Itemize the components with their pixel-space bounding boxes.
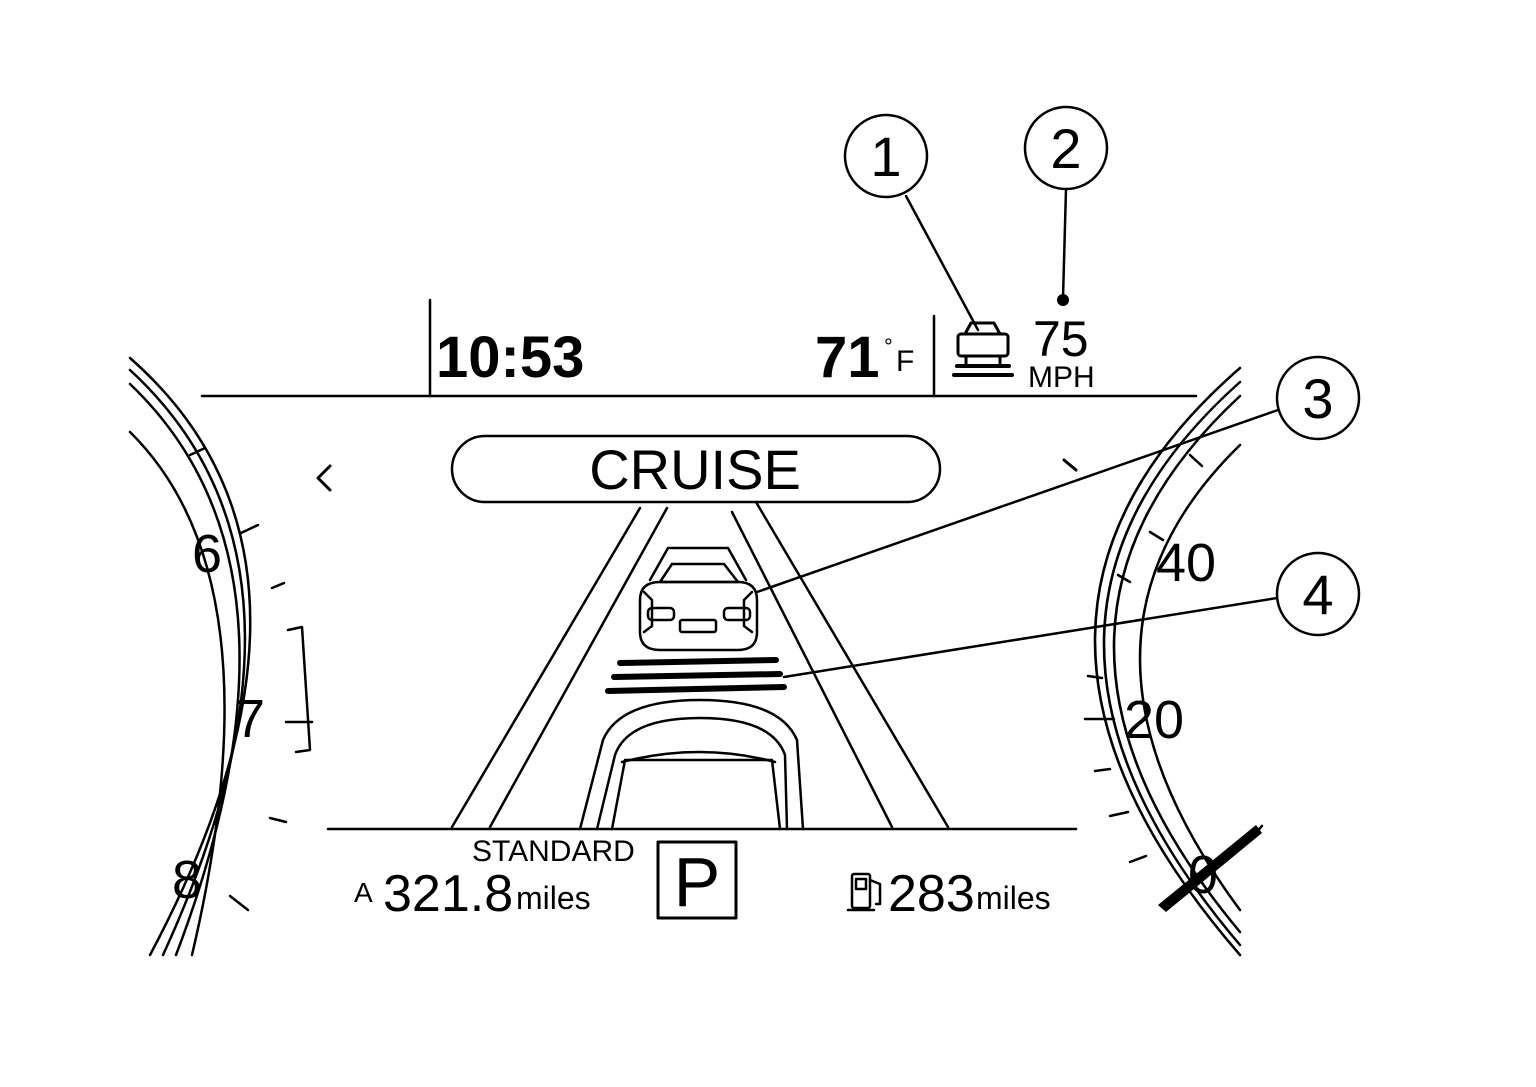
drive-mode-label: STANDARD bbox=[472, 835, 635, 868]
callout-1: 1 bbox=[843, 113, 980, 332]
right-gauge-ticks bbox=[1083, 453, 1204, 864]
left-gauge-label-8: 8 bbox=[172, 850, 202, 910]
callout-4-number: 4 bbox=[1302, 563, 1333, 626]
temperature-unit: F bbox=[896, 345, 914, 378]
gear-indicator: P bbox=[674, 843, 721, 921]
center-display bbox=[200, 298, 1198, 831]
scroll-left-chevron-icon bbox=[316, 464, 332, 492]
vehicle-ahead-icon bbox=[952, 321, 1014, 377]
fuel-pump-icon bbox=[846, 872, 882, 912]
set-speed-value: 75 bbox=[1033, 311, 1089, 367]
right-gauge: 40 20 0 bbox=[1083, 366, 1264, 957]
callout-3: 3 bbox=[755, 355, 1361, 594]
left-gauge: 6 7 8 bbox=[128, 356, 314, 957]
left-gauge-label-6: 6 bbox=[192, 524, 222, 584]
fuel-range-unit: miles bbox=[976, 880, 1051, 916]
clock-time: 10:53 bbox=[436, 325, 584, 390]
set-speed-unit: MPH bbox=[1028, 361, 1095, 394]
own-vehicle-hood-icon bbox=[578, 698, 805, 831]
gear-indicator-box bbox=[656, 840, 738, 920]
callout-2-number: 2 bbox=[1050, 117, 1081, 180]
right-gauge-label-20: 20 bbox=[1124, 690, 1184, 750]
lane-lines bbox=[450, 500, 950, 829]
callout-1-number: 1 bbox=[870, 125, 901, 188]
speed-needle bbox=[1158, 824, 1264, 912]
trip-meter-prefix: A bbox=[354, 877, 373, 908]
trip-meter-unit: miles bbox=[516, 880, 591, 916]
temperature-degree: ° bbox=[884, 334, 893, 359]
callout-2: 2 bbox=[1023, 105, 1109, 306]
callout-4: 4 bbox=[782, 551, 1361, 679]
trip-meter-value: 321.8 bbox=[383, 865, 513, 923]
right-gauge-label-40: 40 bbox=[1156, 533, 1216, 593]
lead-vehicle-icon bbox=[638, 546, 759, 652]
left-gauge-label-7: 7 bbox=[235, 689, 265, 749]
cruise-mode-badge bbox=[450, 434, 942, 504]
left-gauge-ticks bbox=[188, 446, 314, 912]
scroll-right-chevron-icon bbox=[1062, 458, 1078, 472]
cruise-mode-label: CRUISE bbox=[589, 438, 801, 501]
callout-3-number: 3 bbox=[1302, 367, 1333, 430]
outside-temperature: 71 bbox=[815, 325, 880, 390]
following-distance-bars-icon bbox=[605, 657, 787, 694]
fuel-range-value: 283 bbox=[888, 865, 975, 923]
